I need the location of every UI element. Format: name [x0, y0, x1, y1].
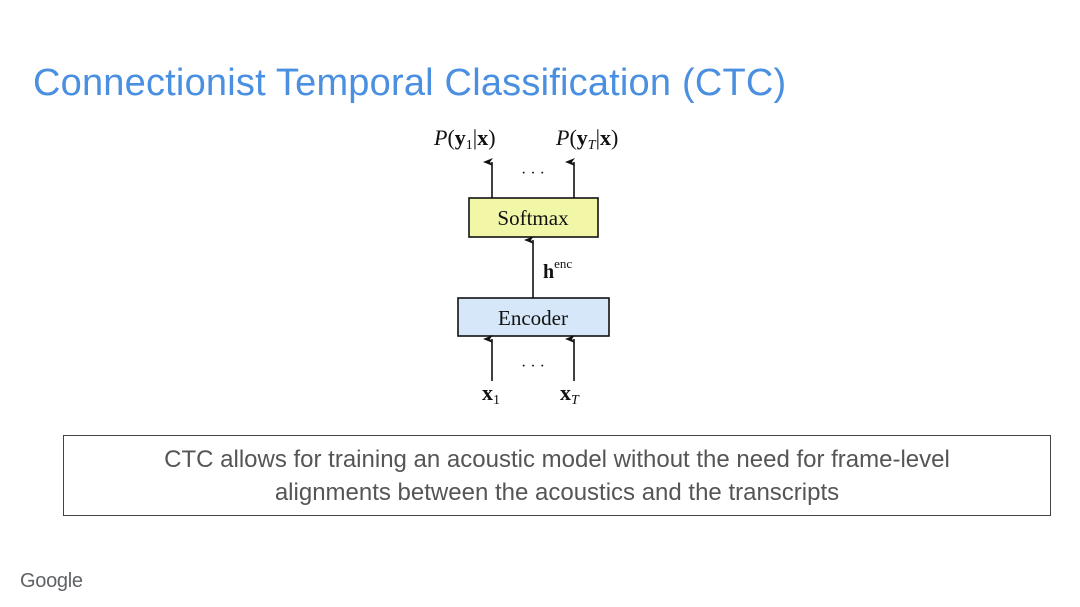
output-last-close: ) [611, 125, 618, 150]
output-first-sub: 1 [466, 138, 473, 153]
input-last-sub: T [571, 393, 580, 408]
caption-box: CTC allows for training an acoustic mode… [63, 435, 1051, 516]
output-first-open: ( [447, 125, 454, 150]
output-last-x: x [600, 125, 611, 150]
input-last-var: x [560, 380, 571, 405]
output-first-p: P [433, 125, 447, 150]
google-logo: Google [20, 570, 83, 592]
output-label-last: P(yT|x) [555, 125, 618, 153]
output-label-first: P(y1|x) [433, 125, 496, 153]
input-label-last: xT [560, 380, 580, 408]
encoder-label: Encoder [498, 306, 568, 330]
output-ellipsis: · · · [521, 165, 545, 182]
output-first-var: y [455, 125, 466, 150]
input-first-var: x [482, 380, 493, 405]
output-last-p: P [555, 125, 569, 150]
output-first-close: ) [488, 125, 495, 150]
output-last-var: y [577, 125, 588, 150]
hidden-label-h: h [543, 261, 554, 283]
hidden-label: henc [543, 256, 572, 283]
slide-title: Connectionist Temporal Classification (C… [33, 62, 787, 104]
output-last-open: ( [569, 125, 576, 150]
hidden-label-sup: enc [554, 256, 572, 271]
softmax-label: Softmax [497, 206, 569, 230]
output-last-sub: T [588, 138, 597, 153]
input-first-sub: 1 [493, 393, 500, 408]
input-ellipsis: · · · [521, 358, 545, 375]
caption-line-1: CTC allows for training an acoustic mode… [164, 445, 950, 473]
input-label-first: x1 [482, 380, 500, 408]
output-last-bar: | [596, 125, 600, 150]
output-first-x: x [477, 125, 488, 150]
caption-line-2: alignments between the acoustics and the… [274, 478, 840, 506]
encoder-box [457, 297, 610, 337]
output-first-bar: | [473, 125, 477, 150]
